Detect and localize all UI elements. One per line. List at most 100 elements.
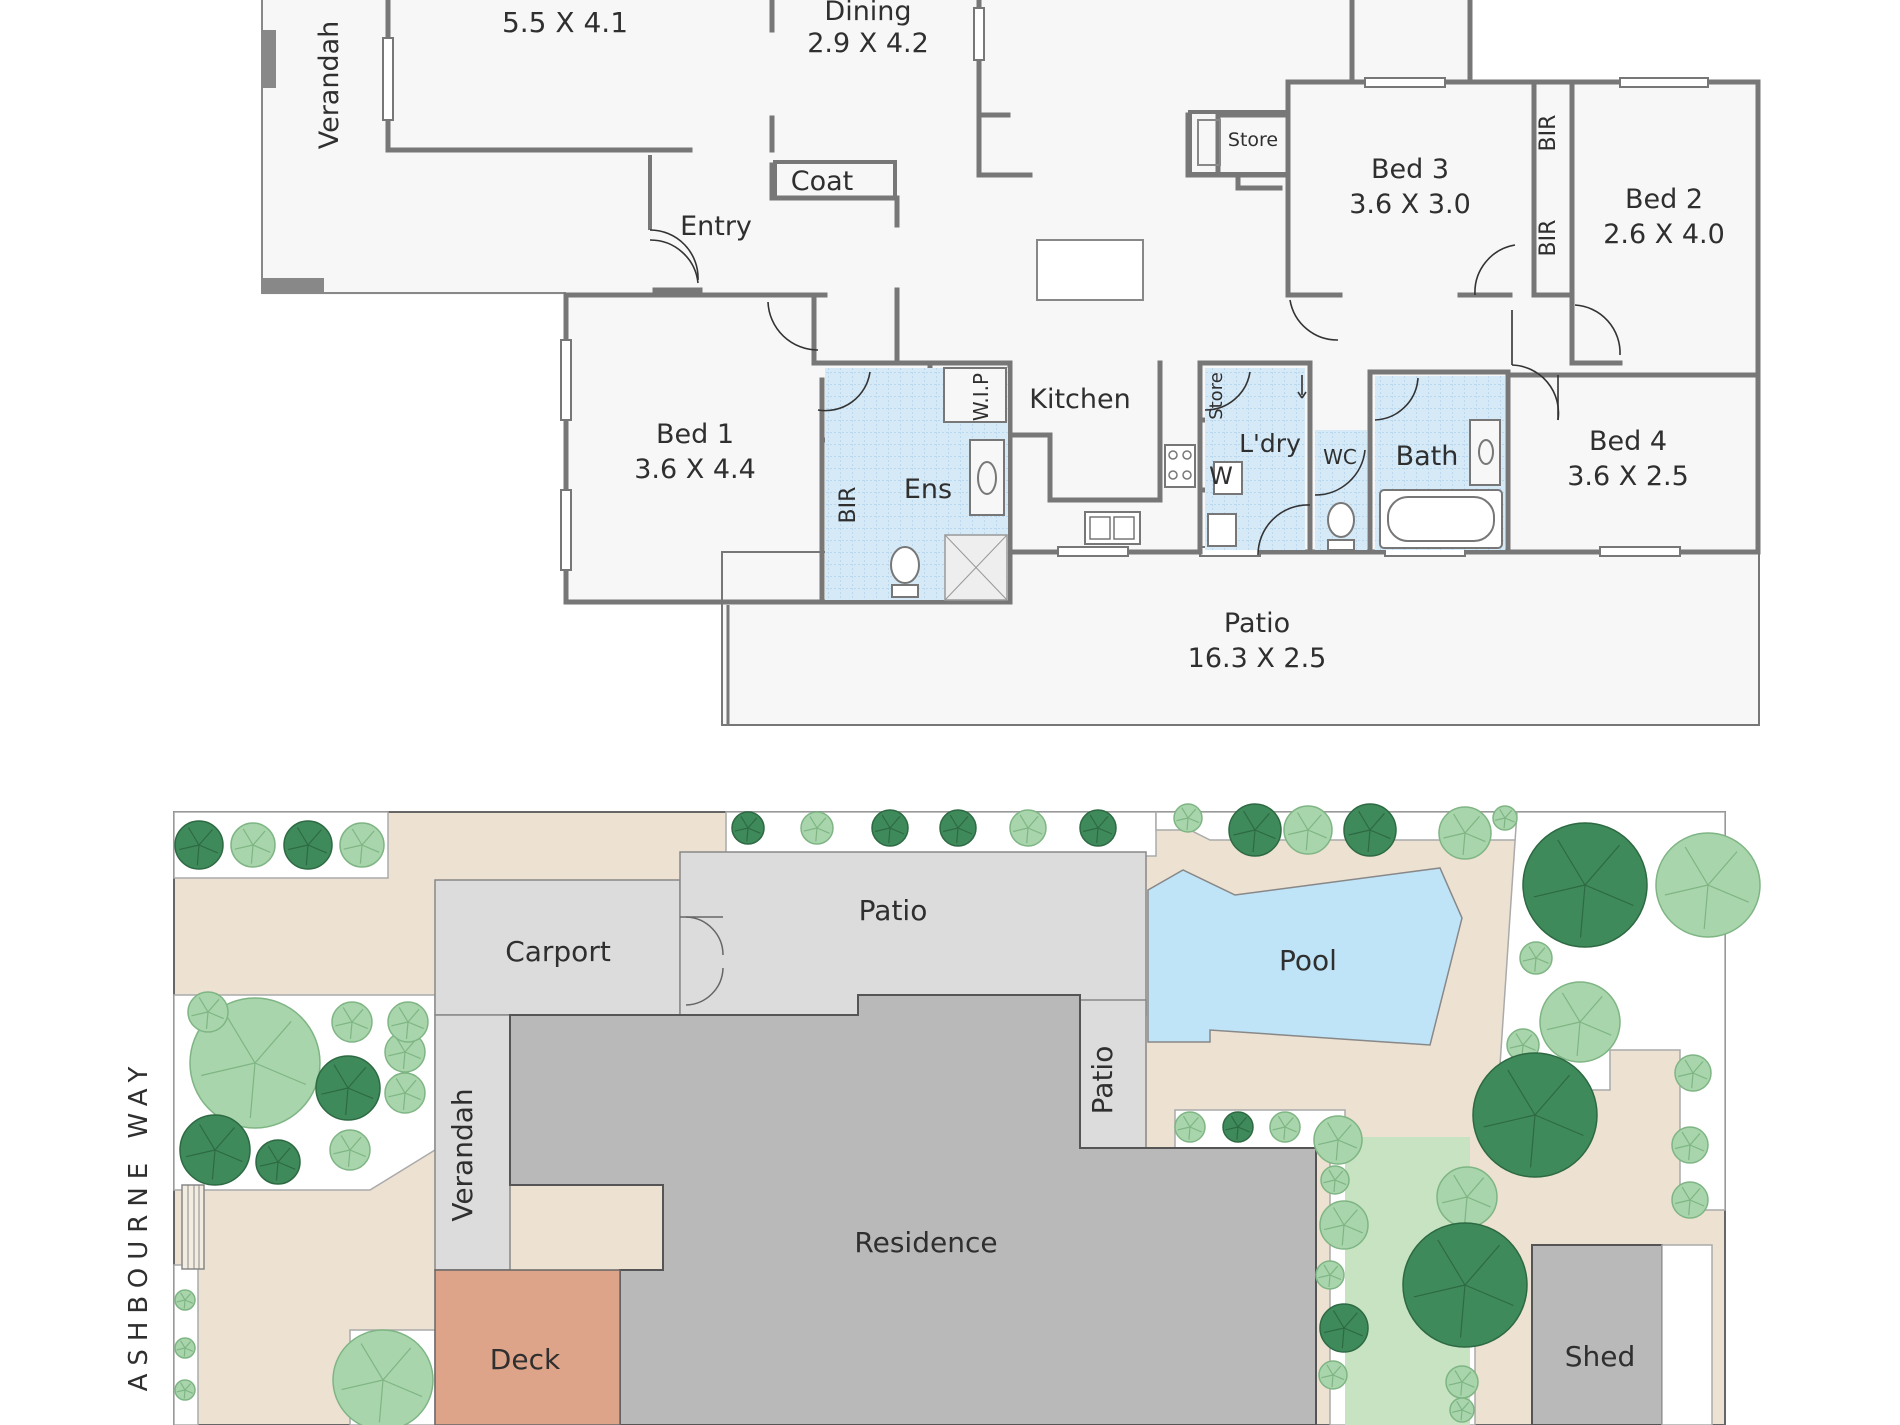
kitchen-name: Kitchen [1029,384,1130,415]
tree-icon [255,1139,301,1185]
bed4-name: Bed 4 [1589,426,1667,457]
pool [1147,867,1463,1046]
tree-icon [187,991,229,1033]
tree-icon [1674,1054,1712,1092]
tree-icon [1173,803,1203,833]
entry-name: Entry [680,211,752,242]
laundry-name: L'dry [1239,429,1301,458]
trees [174,803,1761,1425]
tree-icon [1343,803,1397,857]
site-plan: Carport Patio Patio Pool Verandah Reside… [124,803,1761,1425]
tree-icon [1269,1111,1301,1143]
floor-plan: 5.5 X 4.1 Dining 2.9 X 4.2 Verandah Coat… [261,0,1761,726]
paving [434,851,1147,1271]
residence-footprint [509,994,1317,1425]
tree-icon [939,809,977,847]
tree-icon [1079,809,1117,847]
tree-icon [1315,1260,1345,1290]
bir-bed2: BIR [1536,220,1561,257]
tree-icon [731,811,765,845]
tree-icon [1671,1181,1709,1219]
patio-top-label: Patio [859,894,928,927]
carport-label: Carport [505,935,611,968]
shed [1531,1244,1663,1425]
bath-name: Bath [1396,441,1459,472]
verandah-site-label: Verandah [446,1088,479,1221]
tree-icon [283,820,333,870]
deck [434,1269,621,1425]
patio-side-label: Patio [1086,1046,1119,1115]
dining-name: Dining [824,0,911,27]
tree-icon [1319,1303,1369,1353]
tree-icon [800,811,834,845]
tree-icon [329,1129,371,1171]
tree-icon [1472,1052,1598,1178]
tree-icon [1174,1111,1206,1143]
tree-icon [174,1289,196,1311]
tree-icon [1436,1166,1498,1228]
tree-icon [174,1337,196,1359]
tree-icon [1318,1360,1348,1390]
fixtures [890,239,1503,601]
bir-bed3: BIR [1536,115,1561,152]
tree-icon [1402,1222,1528,1348]
tree-icon [1228,803,1282,857]
tree-icon [1539,981,1621,1063]
bed1-dims: 3.6 X 4.4 [634,454,756,485]
tree-icon [1313,1115,1363,1165]
store-cupboard [1188,110,1290,176]
tree-icon [1319,1200,1369,1250]
tree-icon [1222,1111,1254,1143]
coat-cupboard [773,160,897,200]
street-name: ASHBOURNE WAY [124,1059,154,1392]
tree-icon [1449,1397,1475,1423]
tree-icon [1438,806,1492,860]
tree-icon [332,1329,434,1425]
verandah-outline [261,0,566,294]
verandah-name: Verandah [314,21,345,150]
windows [382,7,1709,571]
room-labels: 5.5 X 4.1 Dining 2.9 X 4.2 Verandah Coat… [314,0,1725,674]
patio-dims: 16.3 X 2.5 [1188,643,1327,674]
tree-icon [315,1055,381,1121]
tree-icon [1655,832,1761,938]
pool-label: Pool [1279,944,1337,977]
tree-icon [1492,805,1518,831]
store2-name: Store [1206,372,1227,420]
bir-bed1: BIR [836,487,861,524]
tree-icon [174,1379,196,1401]
tree-icon [230,822,276,868]
tree-icon [387,1001,429,1043]
patio-name: Patio [1224,608,1290,639]
tree-icon [384,1072,426,1114]
bed3-dims: 3.6 X 3.0 [1349,189,1471,220]
bed3-name: Bed 3 [1371,154,1449,185]
bed2-dims: 2.6 X 4.0 [1603,219,1725,250]
living-dims: 5.5 X 4.1 [502,6,628,39]
dining-dims: 2.9 X 4.2 [807,28,929,59]
tree-icon [331,1001,373,1043]
tree-icon [1445,1365,1479,1399]
washer-name: W [1209,462,1233,490]
coat-name: Coat [791,166,854,197]
site-labels: Carport Patio Patio Pool Verandah Reside… [124,894,1635,1391]
tree-icon [174,820,224,870]
tree-icon [1519,941,1553,975]
shed-label: Shed [1565,1340,1636,1373]
store1-name: Store [1228,129,1278,151]
front-steps [181,1184,205,1270]
doors [648,155,1621,556]
bed2-name: Bed 2 [1625,184,1703,215]
tree-icon [339,822,385,868]
tree-icon [871,809,909,847]
tree-icon [1320,1165,1350,1195]
tree-icon [179,1114,251,1186]
wc-name: WC [1323,445,1357,469]
bed1-name: Bed 1 [656,419,734,450]
wip-name: W.I.P [969,373,993,421]
ens-name: Ens [904,474,952,505]
tree-icon [1522,822,1648,948]
tree-icon [1283,805,1333,855]
tree-icon [189,997,321,1129]
